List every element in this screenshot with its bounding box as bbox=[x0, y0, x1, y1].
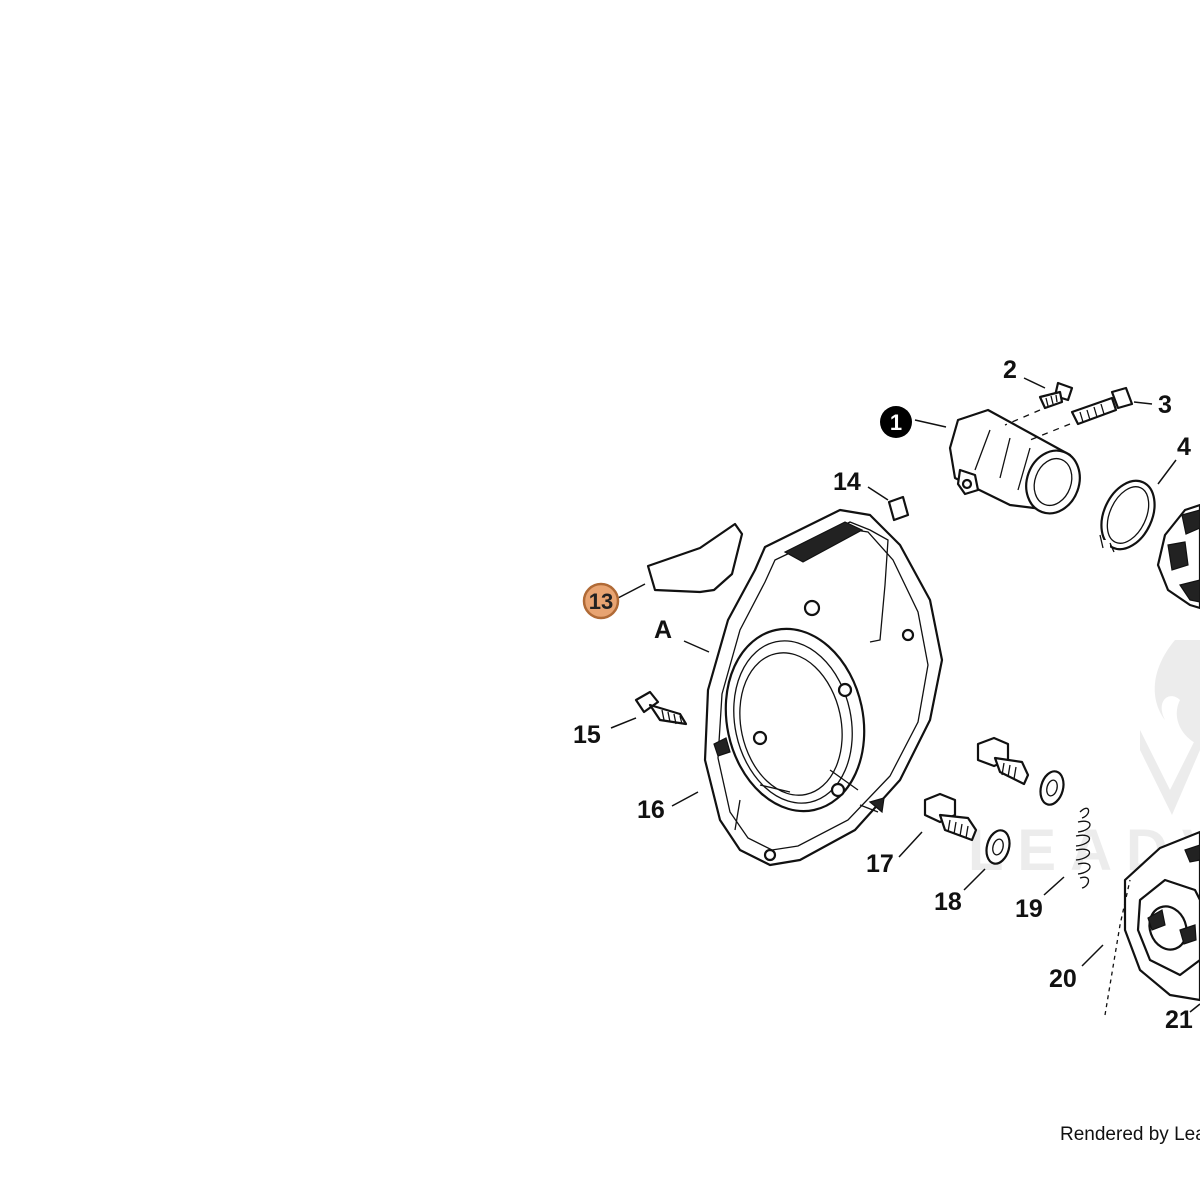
part-clutch-drum-partial[interactable] bbox=[1156, 503, 1200, 610]
part-14-seal[interactable] bbox=[887, 495, 910, 522]
part-3-screw[interactable] bbox=[1070, 386, 1134, 426]
callout-3-label: 3 bbox=[1158, 391, 1172, 419]
callout-21-label: 21 bbox=[1165, 1006, 1193, 1034]
render-credit: Rendered by Lead bbox=[1060, 1124, 1200, 1145]
callout-15-label: 15 bbox=[573, 721, 601, 749]
callout-13-badge[interactable]: 13 bbox=[582, 582, 620, 620]
part-20-clutch-shoe[interactable] bbox=[1104, 830, 1200, 1016]
callout-18-label: 18 bbox=[934, 888, 962, 916]
part-hex-bolt-upper[interactable] bbox=[976, 736, 1030, 786]
part-2-screw[interactable] bbox=[1038, 381, 1074, 410]
part-1-bearing-sleeve[interactable] bbox=[948, 408, 1088, 521]
callout-14-label: 14 bbox=[833, 468, 861, 496]
part-4-circlip[interactable] bbox=[1091, 472, 1165, 558]
callout-16-label: 16 bbox=[637, 796, 665, 824]
callout-2-label: 2 bbox=[1003, 356, 1017, 384]
callout-4-label: 4 bbox=[1177, 433, 1191, 461]
callout-A-label: A bbox=[654, 616, 672, 644]
callout-17-label: 17 bbox=[866, 850, 894, 878]
part-washer-upper[interactable] bbox=[1037, 769, 1067, 808]
callout-1-number: 1 bbox=[890, 410, 902, 435]
callout-20-label: 20 bbox=[1049, 965, 1077, 993]
part-13-label-sticker[interactable] bbox=[646, 522, 744, 594]
callout-1-badge[interactable]: 1 bbox=[880, 406, 912, 438]
watermark-logo-icon bbox=[1140, 640, 1200, 815]
part-16-fan-housing[interactable] bbox=[703, 508, 944, 867]
callout-19-label: 19 bbox=[1015, 895, 1043, 923]
callout-13-number: 13 bbox=[589, 589, 613, 614]
part-17-hex-bolt[interactable] bbox=[923, 792, 978, 842]
part-18-washer[interactable] bbox=[983, 828, 1013, 867]
part-19-spring[interactable] bbox=[1075, 807, 1091, 889]
part-15-screw[interactable] bbox=[634, 690, 688, 726]
